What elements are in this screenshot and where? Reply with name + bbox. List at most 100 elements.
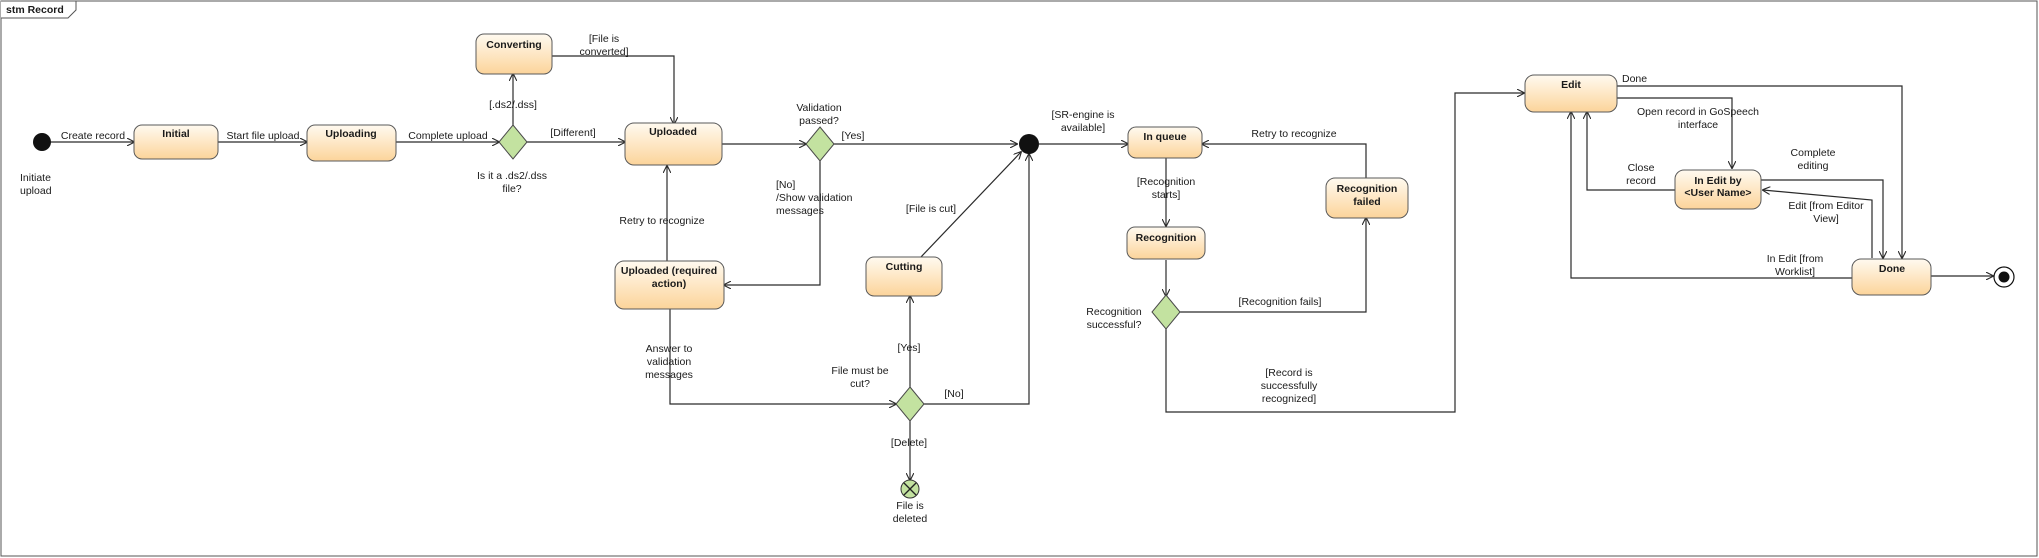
label-file-cut: [File is cut] xyxy=(906,203,956,215)
label-record-recognized-3: recognized] xyxy=(1262,393,1316,405)
label-complete-upload: Complete upload xyxy=(408,130,488,142)
edge-file-converted xyxy=(552,55,674,124)
label-retry-left: Retry to recognize xyxy=(619,215,704,227)
label-edit-from-editor-2: View] xyxy=(1813,213,1839,225)
label-yes-validation: [Yes] xyxy=(842,130,865,142)
state-initial[interactable]: Initial xyxy=(133,124,219,160)
edge-done xyxy=(1617,85,1902,258)
state-in-queue[interactable]: In queue xyxy=(1127,126,1203,159)
note-is-ds2-1: Is it a .ds2/.dss xyxy=(477,170,547,182)
edge-close-record xyxy=(1587,112,1675,191)
state-in-edit-by-label-2: <User Name> xyxy=(1684,187,1751,199)
junction-pseudostate xyxy=(1019,134,1039,154)
label-close-record-1: Close xyxy=(1628,162,1655,174)
state-uploaded-required-action[interactable]: Uploaded (required action) xyxy=(614,260,725,310)
note-initiate-upload-1: Initiate xyxy=(20,172,51,184)
edge-no-validation xyxy=(724,158,821,285)
note-file-deleted-1: File is xyxy=(896,500,923,512)
state-edit-label: Edit xyxy=(1561,79,1581,91)
label-close-record-2: record xyxy=(1626,175,1656,187)
initial-pseudostate xyxy=(33,133,51,151)
pseudostates xyxy=(33,124,2015,499)
label-recognition-starts-1: [Recognition xyxy=(1137,176,1196,188)
state-recognition[interactable]: Recognition xyxy=(1126,226,1206,260)
state-uploaded-required-label-2: action) xyxy=(652,278,686,290)
label-answer-validation-3: messages xyxy=(645,369,693,381)
edge-record-recognized xyxy=(1165,93,1524,413)
label-record-recognized-1: [Record is xyxy=(1265,367,1312,379)
state-recognition-failed[interactable]: Recognition failed xyxy=(1325,177,1409,219)
edge-edit-from-editor xyxy=(1763,190,1873,258)
edge-complete-editing xyxy=(1761,179,1883,258)
note-recognition-successful-2: successful? xyxy=(1087,319,1142,331)
state-in-edit-by[interactable]: In Edit by <User Name> xyxy=(1674,169,1762,210)
label-in-edit-worklist-1: In Edit [from xyxy=(1767,253,1824,265)
state-initial-label: Initial xyxy=(162,128,190,140)
note-must-cut-2: cut? xyxy=(850,378,870,390)
state-done-label: Done xyxy=(1879,263,1905,275)
label-no-validation-3: messages xyxy=(776,205,824,217)
state-uploaded-label: Uploaded xyxy=(649,126,697,138)
decision-validation xyxy=(805,126,835,162)
transition-labels: Create record Start file upload Complete… xyxy=(61,33,1864,449)
states: Initial Uploading Converting Uploaded Up… xyxy=(133,33,1932,310)
label-no-validation-1: [No] xyxy=(776,179,795,191)
state-recognition-label: Recognition xyxy=(1136,232,1197,244)
state-edit[interactable]: Edit xyxy=(1524,74,1618,113)
label-complete-editing-1: Complete xyxy=(1791,147,1836,159)
label-ds2-dss: [.ds2/.dss] xyxy=(489,99,537,111)
edge-in-edit-worklist xyxy=(1571,112,1852,279)
edge-recognition-fails xyxy=(1180,218,1366,313)
label-recognition-fails: [Recognition fails] xyxy=(1239,296,1322,308)
label-recognition-starts-2: starts] xyxy=(1152,189,1181,201)
label-sr-engine-2: available] xyxy=(1061,122,1105,134)
state-uploaded[interactable]: Uploaded xyxy=(624,122,723,166)
label-edit-from-editor-1: Edit [from Editor xyxy=(1788,200,1864,212)
edge-open-record xyxy=(1617,97,1732,168)
label-delete: [Delete] xyxy=(891,437,927,449)
label-retry-right: Retry to recognize xyxy=(1251,128,1336,140)
state-uploading[interactable]: Uploading xyxy=(306,124,397,162)
state-uploaded-required-label-1: Uploaded (required xyxy=(621,265,717,277)
label-record-recognized-2: successfully xyxy=(1261,380,1318,392)
label-file-converted-2: converted] xyxy=(579,46,628,58)
label-complete-editing-2: editing xyxy=(1798,160,1829,172)
notes: Initiate upload Is it a .ds2/.dss file? … xyxy=(20,102,1142,525)
label-no-validation-2: /Show validation xyxy=(776,192,853,204)
label-sr-engine-1: [SR-engine is xyxy=(1051,109,1114,121)
state-cutting[interactable]: Cutting xyxy=(865,256,943,297)
note-must-cut-1: File must be xyxy=(831,365,888,377)
state-converting[interactable]: Converting xyxy=(475,33,553,75)
note-validation-passed-1: Validation xyxy=(796,102,841,114)
state-done[interactable]: Done xyxy=(1851,258,1932,296)
state-converting-label: Converting xyxy=(486,39,541,51)
edge-retry-right xyxy=(1202,144,1367,178)
final-state xyxy=(1993,266,2015,288)
label-done-edge: Done xyxy=(1622,73,1647,85)
frame-title: stm Record xyxy=(6,4,64,16)
label-yes-cut: [Yes] xyxy=(898,342,921,354)
state-recognition-failed-label-1: Recognition xyxy=(1337,183,1398,195)
state-uploading-label: Uploading xyxy=(325,128,376,140)
state-recognition-failed-label-2: failed xyxy=(1353,196,1380,208)
note-file-deleted-2: deleted xyxy=(893,513,928,525)
transitions xyxy=(50,55,1993,480)
note-is-ds2-2: file? xyxy=(502,183,521,195)
label-different: [Different] xyxy=(550,127,595,139)
decision-must-cut xyxy=(895,386,925,422)
label-in-edit-worklist-2: Worklist] xyxy=(1775,266,1815,278)
label-open-record-2: interface xyxy=(1678,119,1718,131)
label-file-converted-1: [File is xyxy=(589,33,619,45)
edge-no-cut xyxy=(924,154,1029,405)
label-create-record: Create record xyxy=(61,130,125,142)
edge-file-cut xyxy=(919,152,1021,259)
label-open-record-1: Open record in GoSpeech xyxy=(1637,106,1759,118)
label-answer-validation-2: validation xyxy=(647,356,692,368)
decision-file-type xyxy=(498,124,528,160)
state-in-queue-label: In queue xyxy=(1143,131,1186,143)
label-no-cut: [No] xyxy=(944,388,963,400)
state-cutting-label: Cutting xyxy=(886,261,923,273)
note-recognition-successful-1: Recognition xyxy=(1086,306,1142,318)
